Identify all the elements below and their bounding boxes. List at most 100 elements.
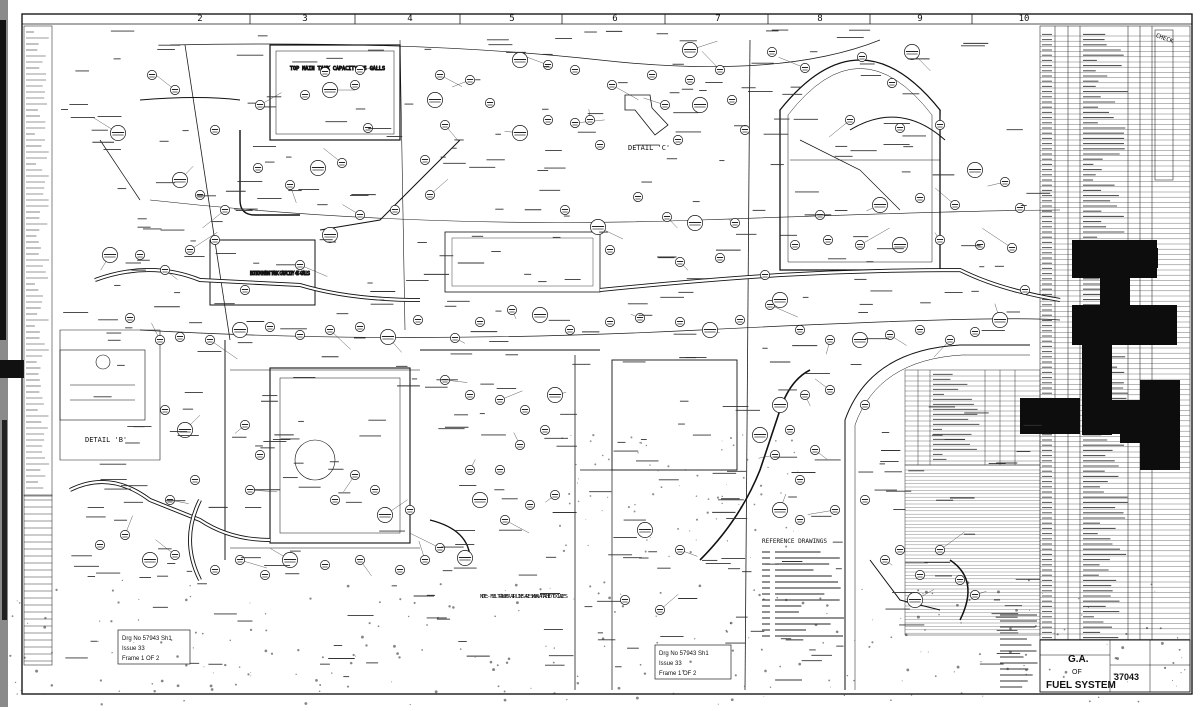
paper-speck [921,651,922,652]
paper-speck [1057,633,1059,635]
paper-speck [545,646,546,647]
paper-speck [645,550,647,552]
check-label: CHECK [1155,32,1175,45]
paper-speck [1009,650,1012,653]
paper-speck [553,692,555,694]
paper-speck [100,679,102,681]
paper-speck [815,623,818,626]
paper-speck [353,654,355,656]
paper-speck [1116,657,1119,660]
paper-speck [577,483,578,484]
paper-speck [967,595,969,597]
paper-speck [399,598,401,600]
paper-speck [636,697,639,700]
note-block: NOTE:- FUEL TRANSFER AIR LINES ARE SHOWN… [480,594,568,600]
paper-speck [185,664,187,666]
paper-speck [1028,579,1030,581]
paper-speck [961,692,963,694]
paper-speck [917,616,920,619]
paper-speck [570,435,571,436]
paper-speck [559,525,561,527]
paper-speck [12,615,14,617]
paper-speck [554,647,555,648]
paper-speck [396,652,399,655]
paper-speck [1164,667,1166,669]
paper-speck [890,636,892,638]
paper-speck [844,695,845,696]
paper-speck [213,672,214,673]
paper-speck [553,662,555,664]
paper-speck [1125,633,1127,635]
paper-speck [754,529,756,531]
leader-lines [93,41,1012,610]
paper-speck [640,664,642,666]
paper-speck [99,621,100,622]
paper-speck [460,648,462,650]
paper-speck [1025,668,1028,671]
paper-speck [265,629,267,631]
paper-speck [980,661,981,662]
paper-speck [347,686,349,688]
paper-speck [295,674,296,675]
paper-speck [661,486,663,488]
paper-speck [746,459,748,461]
paper-speck [563,550,565,552]
paper-speck [660,592,662,594]
paper-speck [426,624,428,626]
fuel-pipes [70,98,1060,621]
paper-speck [195,632,197,634]
grid-number: 6 [612,14,617,24]
paper-speck [780,492,781,493]
paper-speck [176,655,179,658]
left-edge-wear [0,0,24,707]
paper-speck [924,629,926,631]
paper-speck [490,661,493,664]
paper-speck [604,646,605,647]
paper-speck [776,597,778,599]
paper-speck [740,506,742,508]
paper-speck [475,657,476,658]
paper-speck [393,645,396,648]
paper-speck [764,670,767,673]
paper-speck [569,503,571,505]
paper-speck [587,545,588,546]
paper-speck [668,556,669,557]
paper-speck [1180,672,1181,673]
frame-label-frame: Frame 1 OF 2 [659,671,697,677]
paper-speck [767,467,768,468]
paper-speck [505,590,506,591]
paper-speck [890,699,892,701]
bottom-main-tank: BOTTOM MAIN TANK CAPACITY 45 GALLS [210,240,315,305]
paper-speck [1064,629,1066,631]
paper-speck [435,690,438,693]
paper-speck [826,604,829,607]
paper-speck [452,606,455,609]
paper-speck [1172,680,1173,681]
bottom-tank-label: BOTTOM MAIN TANK CAPACITY 45 GALLS [250,271,310,277]
paper-speck [408,616,409,617]
paper-speck [650,537,651,538]
center-panel-box [580,360,737,690]
paper-speck [594,463,596,465]
paper-speck [235,684,237,686]
paper-speck [1080,658,1083,661]
paper-speck [1121,646,1124,649]
paper-speck [618,687,621,690]
paper-speck [696,475,698,477]
paper-speck [718,704,719,705]
paper-speck [828,679,830,681]
paper-speck [319,684,321,686]
paper-speck [508,658,511,661]
left-revision-table [24,495,52,665]
paper-speck [726,631,728,633]
paper-speck [722,496,724,498]
paper-speck [51,684,54,687]
paper-speck [822,642,824,644]
paper-speck [730,437,732,439]
paper-speck [689,661,691,663]
paper-speck [44,694,45,695]
grid-number: 9 [917,14,922,24]
paper-speck [250,675,251,676]
paper-speck [1127,681,1128,682]
paper-speck [17,600,18,601]
